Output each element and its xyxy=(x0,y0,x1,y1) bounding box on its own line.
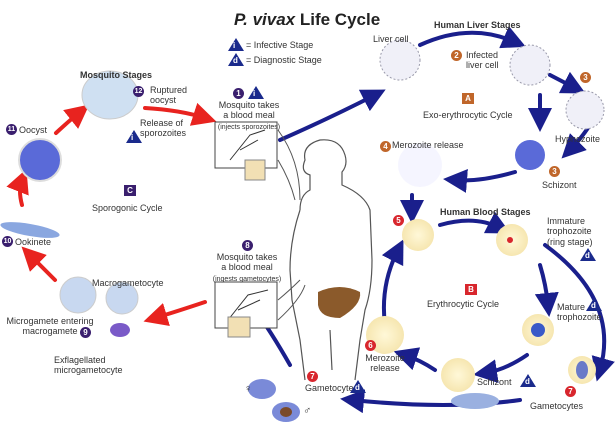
rbc-5 xyxy=(402,219,434,251)
sporogonic-label: Sporogonic Cycle xyxy=(92,203,163,213)
stage-2-badge: 2 xyxy=(451,50,462,61)
diagnostic-stage-icon: d xyxy=(228,53,244,66)
liver-organ xyxy=(318,287,361,318)
female-symbol: ♀ xyxy=(244,383,253,395)
arrow-liver-to-infected xyxy=(418,26,526,49)
gametocyte-crescent xyxy=(451,393,499,409)
mosquito-stages-heading: Mosquito Stages xyxy=(80,70,153,80)
merozoite-cluster xyxy=(398,143,442,187)
stage-9-badge: 9 xyxy=(80,327,91,338)
stage-10-badge: 10 xyxy=(2,236,13,247)
oocyst-cell xyxy=(18,138,62,182)
blood-schizont-label: Schizont xyxy=(477,377,512,387)
macrogametocyte-cell xyxy=(105,281,139,315)
arrow-rbc-to-ring xyxy=(438,211,511,234)
infective-stage-icon: i xyxy=(228,38,244,51)
liver-stages-heading: Human Liver Stages xyxy=(434,20,521,30)
diagnostic-marker-ring: d xyxy=(580,248,596,261)
hypnozoite-cell xyxy=(565,90,605,130)
stage-6-badge: 6 xyxy=(365,340,376,351)
diagnostic-marker-gametocytes: d xyxy=(350,380,366,393)
cycle-a-badge: A xyxy=(462,93,474,104)
oocyst-label: Oocyst xyxy=(19,125,48,135)
arrow-schizont-to-release xyxy=(393,347,437,372)
stage-8-badge: 8 xyxy=(242,240,253,251)
erythrocytic-label: Erythrocytic Cycle xyxy=(427,299,500,309)
mosquito-box-2 xyxy=(214,281,278,338)
gametocytes-left-label: Gametocytes xyxy=(305,383,359,393)
stage-3b-badge: 3 xyxy=(549,166,560,177)
stage-7b-badge: 7 xyxy=(565,386,576,397)
blood-stages-heading: Human Blood Stages xyxy=(440,207,531,217)
liver-schizont-cell xyxy=(515,140,545,170)
infective-marker-release: i xyxy=(126,130,142,143)
arrow-mature-to-schizont xyxy=(473,353,529,384)
macrogametocyte-label: Macrogametocyte xyxy=(92,278,164,288)
legend-infective-label: = Infective Stage xyxy=(246,40,314,50)
stage-11-badge: 11 xyxy=(6,124,17,135)
arrow-mosquito-to-exfl xyxy=(143,300,207,327)
arrow-gametocyte-to-gametocytes xyxy=(340,389,522,414)
legend-diagnostic-label: = Diagnostic Stage xyxy=(246,55,322,65)
blood-schizont-rbc xyxy=(441,358,475,392)
liver-cell xyxy=(379,39,421,81)
stage-3a-badge: 3 xyxy=(580,72,591,83)
gametocytes-right-label: Gametocytes xyxy=(530,401,584,411)
ookinete-label: Ookinete xyxy=(15,237,52,247)
diagnostic-marker-schizont: d xyxy=(520,374,536,387)
infective-marker-1: i xyxy=(248,86,264,99)
infected-liver-cell xyxy=(509,44,551,86)
arrow-ookinete-to-oocyst xyxy=(6,168,29,207)
stage-4-badge: 4 xyxy=(380,141,391,152)
diagram-title: P. vivax Life Cycle xyxy=(234,10,381,29)
arrow-oocyst-to-ruptured xyxy=(54,104,90,135)
diagnostic-marker-mature: d xyxy=(586,298,602,311)
merozoite-release-label: Merozoite release xyxy=(392,140,464,150)
female-gametocyte xyxy=(248,379,276,399)
arrow-bite-to-liver xyxy=(278,89,386,142)
arrow-schizont-to-merozoite xyxy=(443,168,517,193)
exo-erythrocytic-label: Exo-erythrocytic Cycle xyxy=(423,110,513,120)
arrow-micro-to-ookinete xyxy=(21,246,57,282)
microgamete-cell xyxy=(59,276,97,314)
arrow-ring-to-mature xyxy=(534,263,559,317)
arrow-infected-to-hypnozoite xyxy=(548,71,586,94)
cycle-b-badge: B xyxy=(465,284,477,295)
liver-cell-label: Liver cell xyxy=(373,34,409,44)
human-cycle-arrows xyxy=(247,26,615,414)
ookinete-cell xyxy=(0,222,60,238)
stage-1-badge: 1 xyxy=(233,88,244,99)
exflagellated-cell xyxy=(110,323,130,337)
arrow-ruptured-to-bite xyxy=(143,102,217,126)
connector-lines xyxy=(277,129,306,321)
male-symbol: ♂ xyxy=(303,405,312,417)
mosquito-box-1 xyxy=(214,121,278,181)
stage-5-badge: 5 xyxy=(393,215,404,226)
human-figure xyxy=(289,139,373,381)
stage-12-badge: 12 xyxy=(133,86,144,97)
mosquito-cycle-arrows xyxy=(6,102,217,327)
liver-schizont-label: Schizont xyxy=(542,180,577,190)
stage-7a-badge: 7 xyxy=(307,371,318,382)
arrow-release-to-rbc xyxy=(381,239,404,327)
cycle-c-badge: C xyxy=(124,185,136,196)
hypnozoite-label: Hypnozoite xyxy=(555,134,601,144)
